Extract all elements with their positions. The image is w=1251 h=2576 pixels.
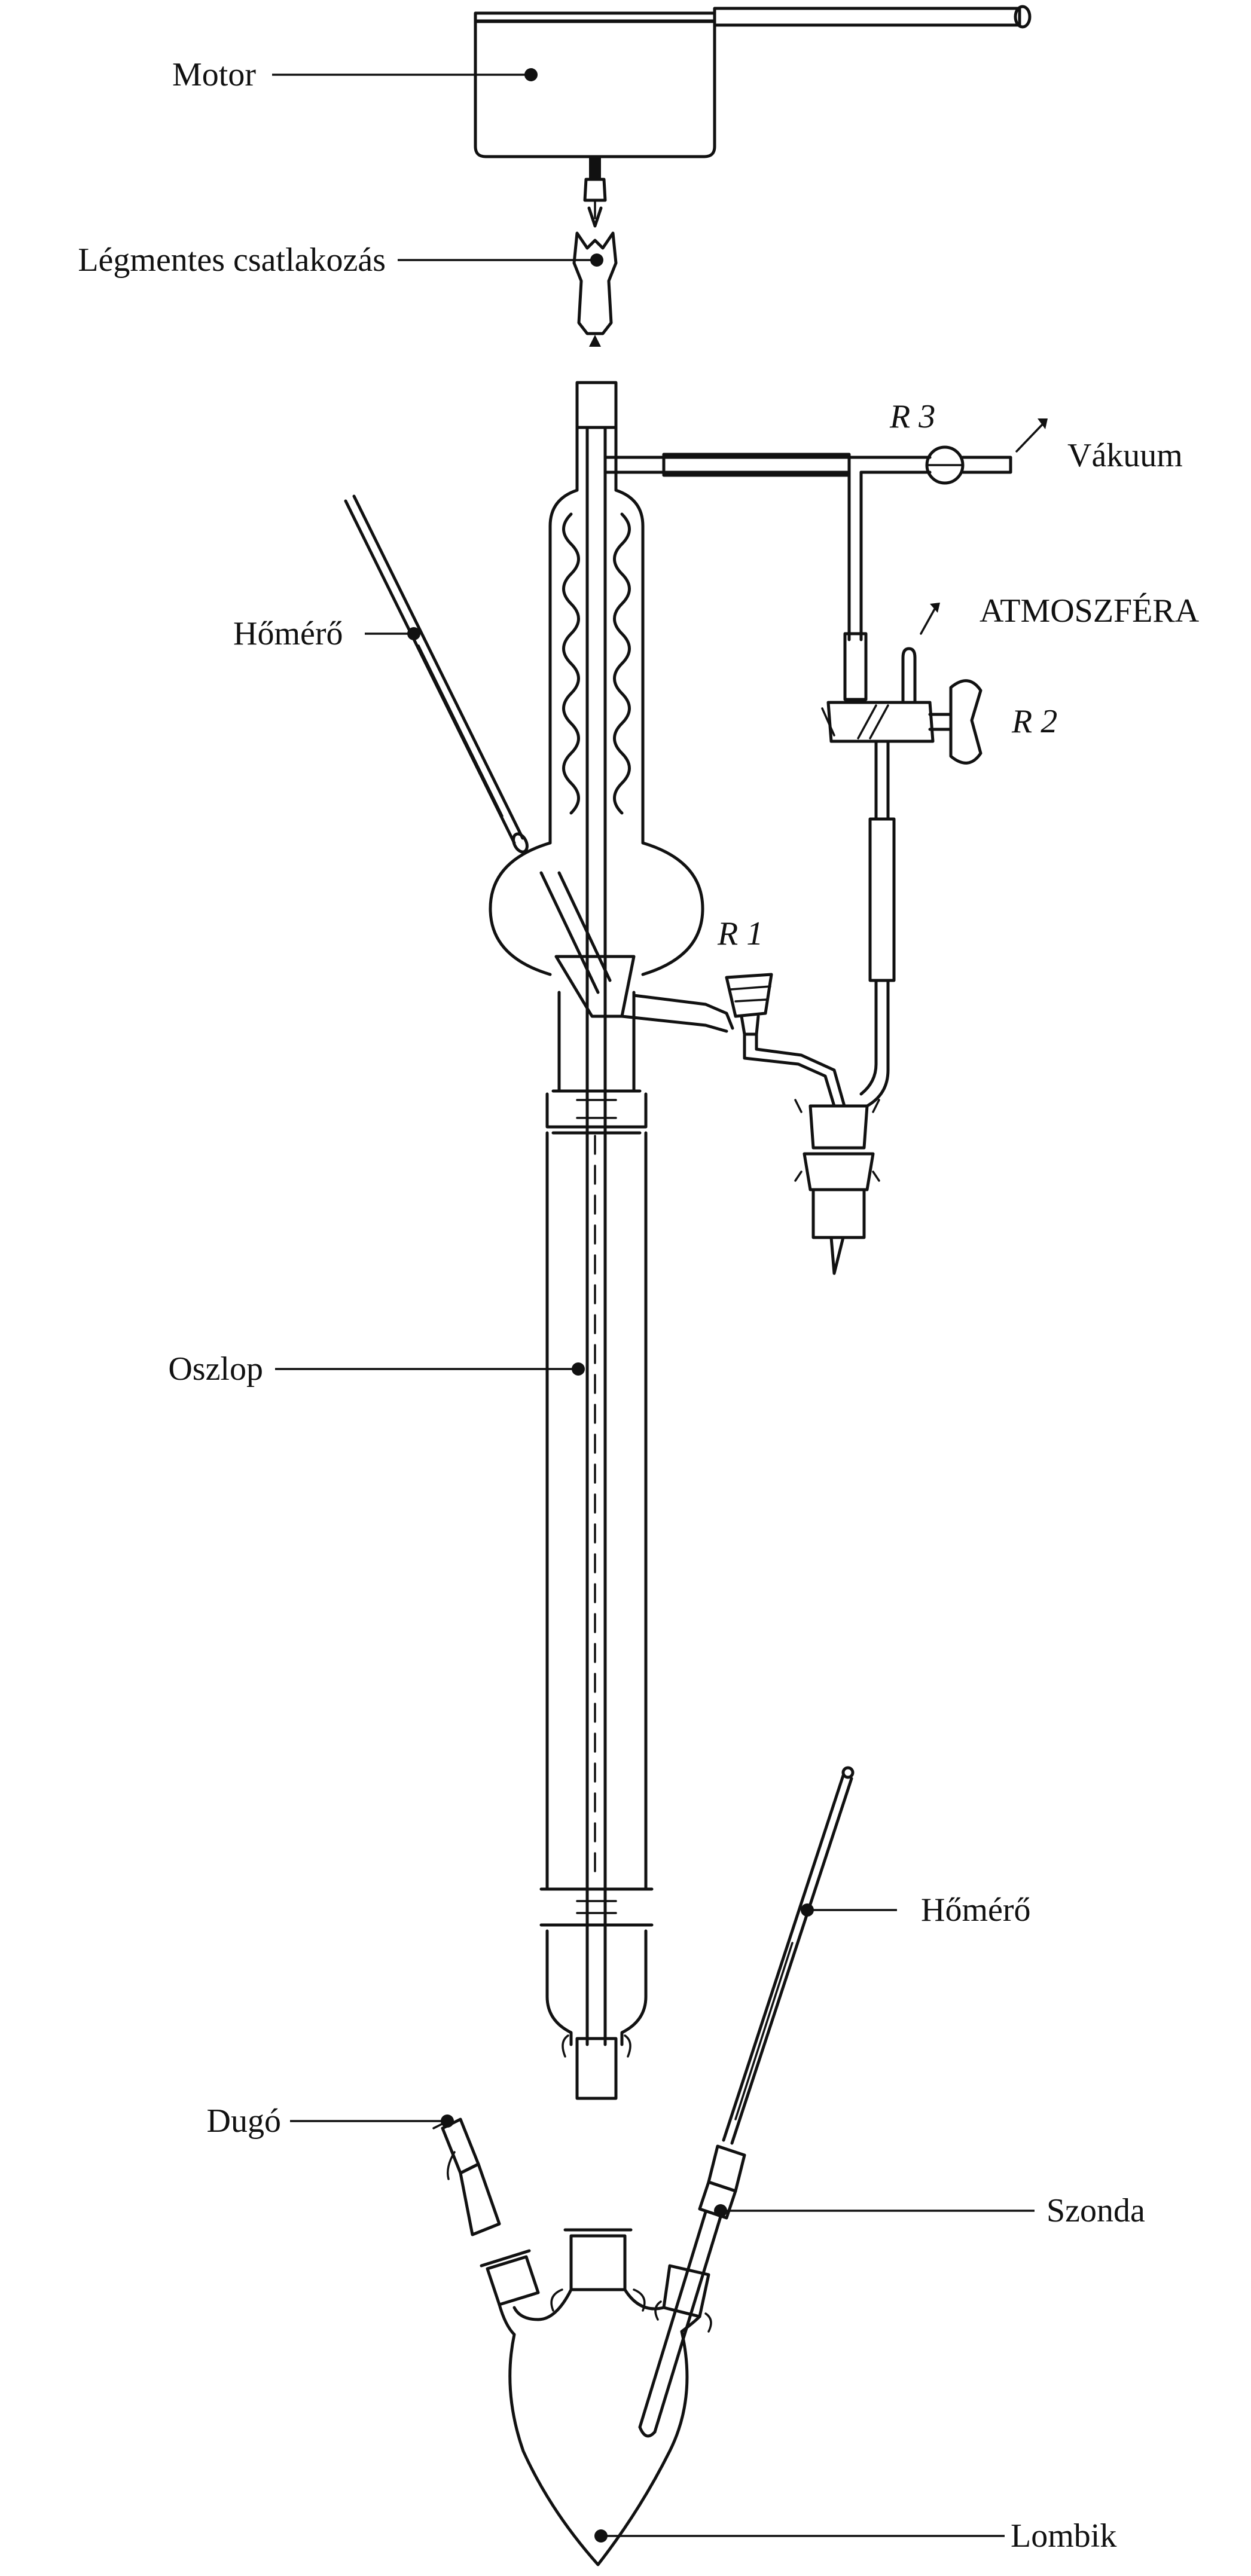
- thermometer-bottom: [722, 1766, 855, 2145]
- label-motor: Motor: [172, 56, 256, 93]
- motor: [474, 5, 1032, 228]
- label-thermometer-bottom: Hőmérő: [921, 1891, 1031, 1929]
- column-head: [489, 381, 734, 2046]
- label-r1: R 1: [717, 915, 763, 952]
- vacuum-manifold: [603, 418, 1048, 1108]
- stopcock-r1: [725, 973, 880, 1275]
- thermometer-top: [344, 494, 529, 854]
- label-r2: R 2: [1011, 703, 1057, 740]
- leader-lines: [272, 68, 1035, 2543]
- flask: [480, 2228, 712, 2566]
- labels: Motor Légmentes csatlakozás Hőmérő Oszlo…: [78, 56, 1199, 2554]
- stopper: [432, 2117, 501, 2236]
- label-column: Oszlop: [168, 1350, 263, 1388]
- label-r3: R 3: [889, 398, 935, 435]
- column-shaft: [539, 991, 654, 2100]
- label-flask: Lombik: [1011, 2517, 1116, 2554]
- label-probe: Szonda: [1046, 2192, 1145, 2229]
- label-atmosphere: ATMOSZFÉRA: [980, 592, 1200, 630]
- label-thermometer-top: Hőmérő: [233, 615, 343, 652]
- label-stopper: Dugó: [207, 2103, 281, 2140]
- probe: [638, 2144, 746, 2438]
- airtight-joint: [572, 231, 618, 347]
- label-vacuum: Vákuum: [1067, 437, 1183, 474]
- label-airtight-joint: Légmentes csatlakozás: [78, 242, 386, 279]
